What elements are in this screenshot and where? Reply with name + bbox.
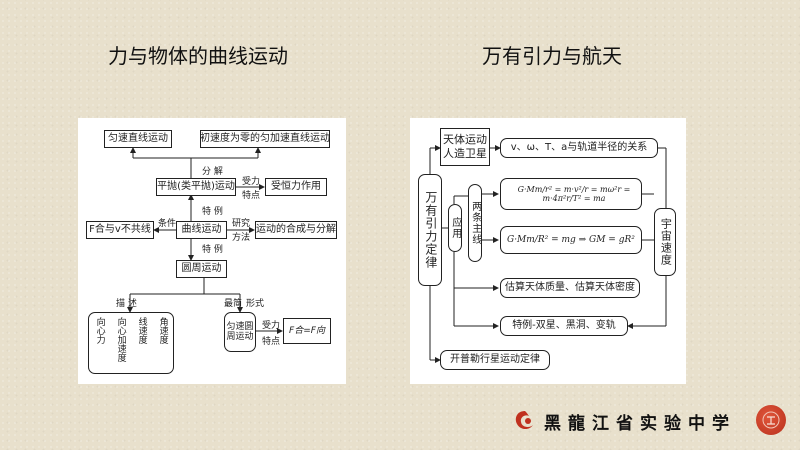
celestial-motion-box: 天体运动 人造卫星: [440, 128, 490, 166]
form-label: 形式: [246, 299, 265, 309]
two-lines-box: 两条主线: [468, 184, 482, 262]
describe-label: 描 述: [116, 299, 137, 309]
describe-group-box: 向心力 向心加速度 线速度 角速度: [88, 312, 174, 374]
projectile-box: 平抛(类平抛)运动: [156, 178, 236, 196]
seal-icon: [756, 405, 786, 435]
constant-force-box: 受恒力作用: [265, 178, 327, 196]
curve-motion-box: 曲线运动: [176, 221, 227, 239]
method-label-b: 方法: [232, 233, 251, 243]
special-label-2: 特 例: [202, 245, 223, 255]
school-logo: 黑龍江省实验中学: [512, 408, 736, 434]
force-feature-label-1a: 受力: [242, 177, 261, 187]
centripetal-force-text: 向心力: [94, 317, 105, 344]
gravitation-law-box: 万有引力定律: [418, 174, 442, 286]
circular-motion-box: 圆周运动: [176, 260, 227, 278]
f-equal-box: F合=F向: [283, 318, 331, 344]
seal-mark-icon: [762, 411, 780, 429]
angular-velocity-text: 角速度: [157, 317, 168, 344]
cosmic-speed-box: 宇宙速度: [654, 208, 676, 276]
force-feature-label-2a: 受力: [262, 321, 281, 331]
application-box: 应用: [448, 204, 462, 252]
condition-label: 条件: [158, 219, 177, 229]
left-diagram-panel: 匀速直线运动 初速度为零的匀加速直线运动 分 解 平抛(类平抛)运动 受力 特点…: [78, 118, 346, 384]
right-title: 万有引力与航天: [482, 44, 622, 68]
swirl-logo-icon: [515, 411, 533, 430]
centripetal-accel-text: 向心加速度: [115, 317, 126, 362]
init-zero-box: 初速度为零的匀加速直线运动: [200, 130, 330, 148]
estimate-box: 估算天体质量、估算天体密度: [500, 278, 640, 298]
f-v-not-colinear-box: F合与v不共线: [86, 221, 154, 239]
uniform-line-box: 匀速直线运动: [104, 130, 172, 148]
decompose-label: 分 解: [202, 167, 223, 177]
force-feature-label-1b: 特点: [242, 191, 261, 201]
orbit-relation-box: v、ω、T、a与轨道半径的关系: [500, 138, 658, 158]
kepler-box: 开普勒行星运动定律: [440, 350, 550, 370]
force-feature-label-2b: 特点: [262, 337, 281, 347]
right-diagram-panel: 天体运动 人造卫星 v、ω、T、a与轨道半径的关系 万有引力定律 应用 两条主线…: [410, 118, 686, 384]
formula-2-box: G·Mm/R² = mg ⇒ GM = gR²: [500, 226, 642, 254]
simplest-label: 最简: [224, 299, 243, 309]
school-name: 黑龍江省实验中学: [544, 413, 736, 434]
compose-box: 运动的合成与分解: [255, 221, 337, 239]
special-label-1: 特 例: [202, 207, 223, 217]
uniform-circular-box: 匀速圆周运动: [224, 312, 256, 352]
linear-velocity-text: 线速度: [136, 317, 147, 344]
left-title: 力与物体的曲线运动: [108, 44, 288, 68]
special-case-box: 特例-双星、黑洞、变轨: [500, 316, 628, 336]
formula-1-box: G·Mm/r² = m·v²/r = mω²r = m·4π²r/T² = ma: [500, 178, 642, 210]
method-label-a: 研究: [232, 219, 251, 229]
left-connectors: [127, 147, 283, 334]
